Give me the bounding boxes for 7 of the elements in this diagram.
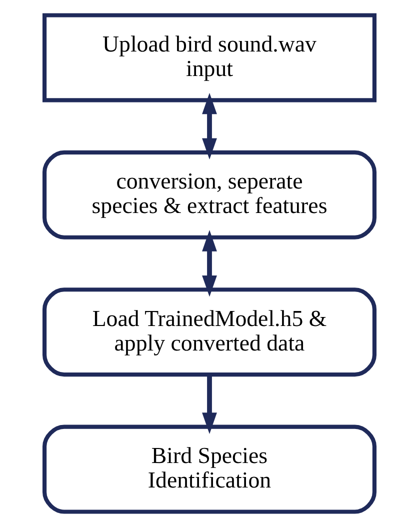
arrow xyxy=(202,374,217,434)
node-box: Upload bird sound.wav input xyxy=(42,13,376,102)
node-box: conversion, seperate species & extract features xyxy=(42,150,376,240)
arrow xyxy=(202,230,217,297)
node-box: Bird Species Identification xyxy=(42,424,376,514)
arrow xyxy=(202,92,217,160)
node-box: Load TrainedModel.h5 & apply converted data xyxy=(42,288,376,377)
